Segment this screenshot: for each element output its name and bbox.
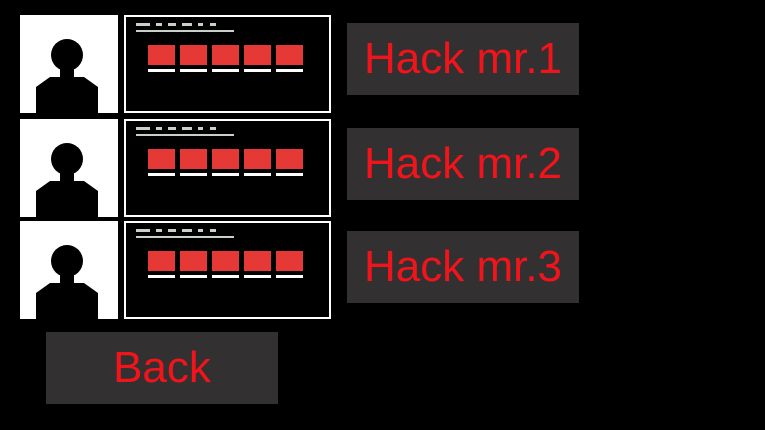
hack-target-row-3: Hack mr.3 — [20, 221, 580, 319]
status-panel — [124, 221, 331, 319]
status-block — [180, 45, 207, 72]
hack-target-row-2: Hack mr.2 — [20, 119, 580, 217]
status-block — [148, 251, 175, 278]
hack-button-1[interactable]: Hack mr.1 — [347, 23, 579, 95]
status-block — [180, 149, 207, 176]
person-silhouette-icon — [20, 119, 118, 217]
status-block — [212, 45, 239, 72]
status-text-graphic — [136, 127, 234, 136]
status-blocks — [148, 149, 303, 176]
status-block — [276, 251, 303, 278]
status-blocks — [148, 251, 303, 278]
status-text-graphic — [136, 23, 234, 32]
hack-button-2[interactable]: Hack mr.2 — [347, 128, 579, 200]
person-silhouette-icon — [20, 221, 118, 319]
status-block — [212, 149, 239, 176]
status-block — [212, 251, 239, 278]
hack-button-3[interactable]: Hack mr.3 — [347, 231, 579, 303]
status-block — [148, 45, 175, 72]
status-block — [276, 149, 303, 176]
status-block — [276, 45, 303, 72]
status-block — [148, 149, 175, 176]
status-block — [244, 45, 271, 72]
person-silhouette-icon — [20, 15, 118, 113]
status-text-graphic — [136, 229, 234, 238]
status-panel — [124, 15, 331, 113]
back-button[interactable]: Back — [46, 332, 278, 404]
hack-target-row-1: Hack mr.1 — [20, 15, 580, 113]
status-block — [180, 251, 207, 278]
status-panel — [124, 119, 331, 217]
status-block — [244, 251, 271, 278]
status-blocks — [148, 45, 303, 72]
status-block — [244, 149, 271, 176]
